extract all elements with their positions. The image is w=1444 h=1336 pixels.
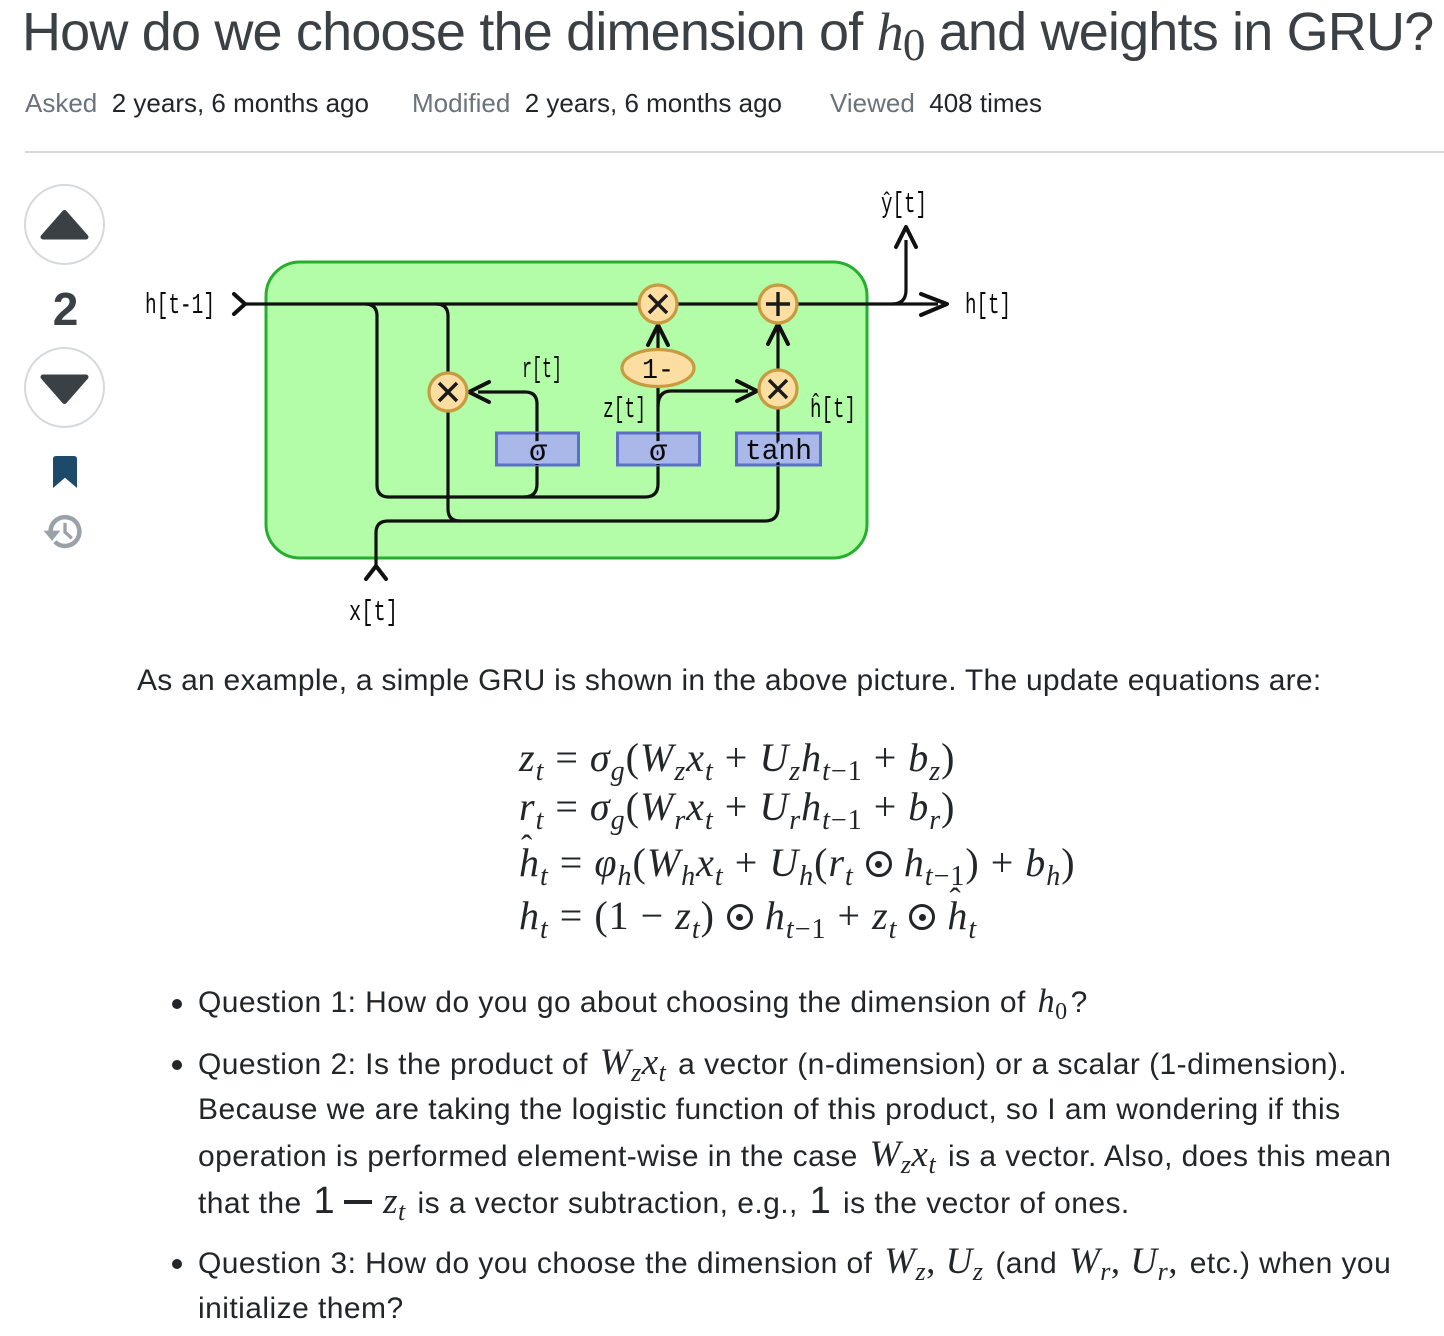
- svg-text:h[t-1]: h[t-1]: [145, 289, 215, 322]
- svg-text:r[t]: r[t]: [522, 353, 562, 386]
- svg-text:tanh: tanh: [745, 435, 812, 468]
- svg-text:h[t]: h[t]: [965, 289, 1011, 322]
- svg-text:ŷ[t]: ŷ[t]: [881, 188, 927, 221]
- svg-text:z[t]: z[t]: [603, 393, 646, 426]
- svg-text:x[t]: x[t]: [349, 596, 398, 629]
- svg-text:1-: 1-: [642, 354, 674, 387]
- svg-text:σ: σ: [529, 436, 547, 470]
- svg-text:ĥ[t]: ĥ[t]: [810, 392, 856, 426]
- svg-text:σ: σ: [649, 436, 667, 470]
